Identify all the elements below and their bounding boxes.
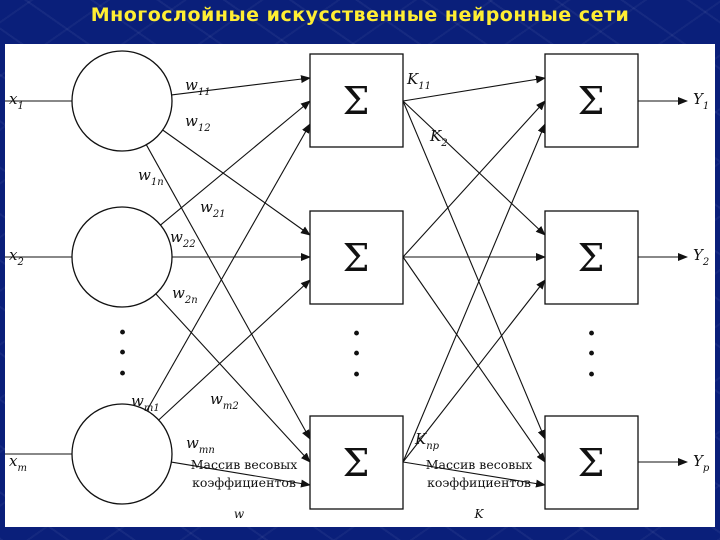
hidden-summator-2	[309, 210, 404, 305]
output-label-1: Y1	[693, 90, 709, 112]
weight-label-k11: K11	[406, 70, 431, 92]
ellipsis-inputs: · · ·	[118, 318, 127, 389]
svg-text:коэффициентов: коэффициентов	[427, 475, 531, 490]
svg-text:w: w	[234, 507, 245, 521]
sum-symbol-h2: Σ	[343, 236, 370, 280]
weight-label-w12: w12	[185, 112, 211, 134]
svg-text:·: ·	[587, 339, 596, 369]
svg-text:·: ·	[118, 318, 127, 348]
edge-in-0-hid-2	[145, 144, 311, 440]
edge-in-2-hid-2	[171, 461, 311, 488]
edge-in-2-hid-1	[158, 279, 311, 421]
output-summator-p	[544, 415, 639, 510]
svg-text:·: ·	[352, 360, 361, 390]
output-summator-2	[544, 210, 639, 305]
input-label-m: xm	[9, 452, 27, 474]
array-caption-k: Массив весовых коэффициентов K	[426, 457, 533, 521]
input-neuron-m	[71, 403, 173, 505]
edge-in-0-hid-0	[171, 75, 311, 96]
weight-label-wm1: wm1	[131, 392, 160, 414]
sum-symbol-o2: Σ	[578, 236, 605, 280]
svg-text:·: ·	[587, 360, 596, 390]
network-diagram: Σ Σ Σ Σ Σ Σ x1 x2 xm w11 w12 w1n w21 w22…	[5, 50, 710, 521]
weight-label-w11: w11	[185, 76, 211, 98]
input-neuron-1	[71, 50, 173, 152]
input-label-2: x2	[9, 246, 24, 268]
edge-hid-1-out-0	[402, 100, 546, 258]
weight-label-k2: K2	[429, 127, 448, 149]
diagram-panel: Σ Σ Σ Σ Σ Σ x1 x2 xm w11 w12 w1n w21 w22…	[5, 44, 715, 527]
edge-hid-0-out-2	[402, 100, 546, 440]
input-label-1: x1	[9, 90, 24, 112]
output-summator-1	[544, 53, 639, 148]
edge-hid-0-out-0	[402, 75, 546, 102]
edge-hid-1-out-2	[402, 256, 546, 463]
sum-symbol-hn: Σ	[343, 441, 370, 485]
output-label-p: Yp	[693, 452, 710, 474]
weight-label-knp: Knp	[414, 430, 440, 452]
svg-text:Массив весовых: Массив весовых	[191, 457, 298, 472]
edge-hid-2-out-1	[402, 279, 546, 463]
slide-title: Многослойные искусственные нейронные сет…	[90, 4, 630, 26]
hidden-summator-1	[309, 53, 404, 148]
weight-label-wm2: wm2	[210, 390, 239, 412]
svg-text:·: ·	[352, 319, 361, 349]
ellipsis-hidden: · · ·	[352, 319, 361, 390]
sum-symbol-h1: Σ	[343, 79, 370, 123]
edge-hid-0-out-1	[402, 100, 546, 236]
svg-text:·: ·	[587, 319, 596, 349]
weight-label-wmn: wmn	[186, 434, 215, 456]
edge-hid-2-out-0	[402, 123, 546, 463]
edge-hid-2-out-2	[402, 461, 546, 488]
ellipsis-outputs: · · ·	[587, 319, 596, 390]
edge-in-1-hid-2	[155, 293, 311, 463]
array-caption-w: Массив весовых коэффициентов w	[191, 457, 298, 521]
weight-label-w21: w21	[200, 198, 226, 220]
svg-text:·: ·	[352, 339, 361, 369]
sum-symbol-o1: Σ	[578, 79, 605, 123]
edge-in-1-hid-0	[160, 100, 311, 226]
weight-label-w1n: w1n	[138, 166, 164, 188]
svg-text:·: ·	[118, 359, 127, 389]
weight-label-w2n: w2n	[172, 284, 198, 306]
sum-symbol-op: Σ	[578, 441, 605, 485]
connection-lines	[5, 75, 688, 488]
weight-label-w22: w22	[170, 228, 196, 250]
input-neuron-2	[71, 206, 173, 308]
output-label-2: Y2	[693, 246, 709, 268]
svg-text:K: K	[474, 507, 485, 521]
edge-in-0-hid-1	[162, 129, 311, 236]
hidden-summator-n	[309, 415, 404, 510]
svg-text:коэффициентов: коэффициентов	[192, 475, 296, 490]
svg-text:Массив весовых: Массив весовых	[426, 457, 533, 472]
edge-in-2-hid-0	[146, 123, 311, 411]
svg-text:·: ·	[118, 338, 127, 368]
